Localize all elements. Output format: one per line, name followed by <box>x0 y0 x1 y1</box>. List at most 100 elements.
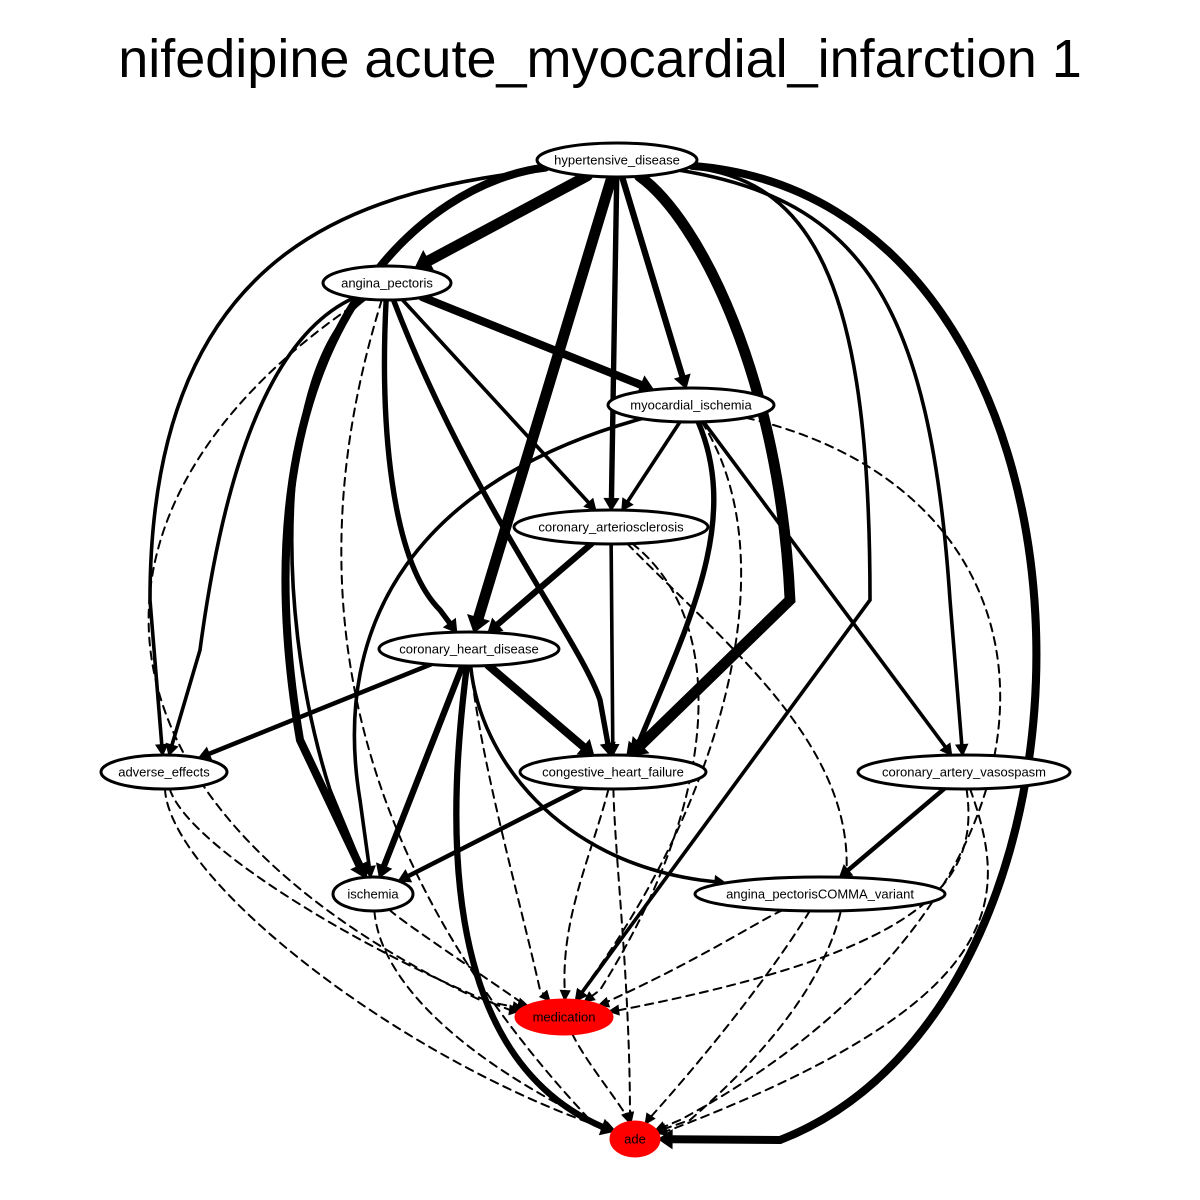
node-label: coronary_arteriosclerosis <box>538 520 684 535</box>
edge-hypertensive_disease-to-coronary_arteriosclerosis <box>608 174 620 502</box>
node-label: adverse_effects <box>118 765 210 780</box>
node-label: coronary_heart_disease <box>399 642 538 657</box>
edge-coronary_heart_disease-to-adverse_effects <box>206 662 434 757</box>
node-shape <box>331 875 415 913</box>
diagram-title: nifedipine acute_myocardial_infarction 1 <box>118 29 1082 89</box>
arrowhead-hypertensive_disease-to-myocardial_ischemia <box>673 373 691 390</box>
node-congestive-heart-failure: congestive_heart_failure <box>518 753 708 791</box>
edges-layer <box>147 161 1041 1150</box>
edge-hypertensive_disease-to-coronary_heart_disease <box>472 171 618 624</box>
edge-myocardial_ischemia-to-medication <box>579 420 743 994</box>
arrowhead-myocardial_ischemia-to-congestive_heart_failure <box>626 740 642 757</box>
arrowhead-myocardial_ischemia-to-coronary_arteriosclerosis <box>621 497 634 512</box>
arrowhead-congestive_heart_failure-to-medication <box>559 989 571 1002</box>
edge-angina_pectoris-to-adverse_effects <box>170 295 357 748</box>
node-label: ade <box>624 1132 646 1147</box>
edge-coronary_arteriosclerosis-to-ade <box>626 542 848 1130</box>
node-angina-pectorisCOMMA-variant: angina_pectorisCOMMA_variant <box>693 875 947 913</box>
arrowhead-angina_pectoris-to-coronary_heart_disease <box>442 617 458 634</box>
arrowhead-myocardial_ischemia-to-ischemia <box>362 865 376 879</box>
arrowhead-myocardial_ischemia-to-medication <box>574 989 586 1002</box>
edge-angina_pectoris-to-coronary_heart_disease <box>381 297 453 626</box>
arrowhead-congestive_heart_failure-to-ischemia <box>397 869 413 883</box>
arrowhead-myocardial_ischemia-to-coronary_artery_vasospasm <box>939 742 953 757</box>
arrowhead-angina_pectoris-to-coronary_arteriosclerosis <box>583 497 597 512</box>
edge-myocardial_ischemia-to-congestive_heart_failure <box>631 419 717 750</box>
edge-congestive_heart_failure-to-ischemia <box>405 785 584 879</box>
node-ischemia: ischemia <box>331 875 415 913</box>
edge-congestive_heart_failure-to-medication <box>563 787 610 996</box>
node-coronary-artery-vasospasm: coronary_artery_vasospasm <box>856 753 1072 791</box>
edge-coronary_artery_vasospasm-to-ade <box>665 787 989 1132</box>
arrowhead-hypertensive_disease-to-coronary_heart_disease <box>467 613 491 634</box>
edge-hypertensive_disease-to-angina_pectoris <box>422 170 593 267</box>
node-label: congestive_heart_failure <box>542 765 684 780</box>
edge-angina_pectoris-to-ade <box>340 298 607 1128</box>
arrowhead-coronary_artery_vasospasm-to-ade <box>655 1125 669 1137</box>
edge-ischemia-to-medication <box>388 908 526 1006</box>
node-shape <box>856 753 1072 791</box>
edge-hypertensive_disease-to-medication <box>580 165 872 995</box>
node-shape <box>609 1120 661 1158</box>
arrowhead-ischemia-to-ade <box>602 1122 616 1134</box>
node-hypertensive-disease: hypertensive_disease <box>535 141 699 179</box>
edge-medication-to-ade <box>571 1032 629 1119</box>
edge-myocardial_ischemia-to-coronary_arteriosclerosis <box>625 420 682 504</box>
node-label: ischemia <box>347 887 399 902</box>
node-shape <box>693 875 947 913</box>
node-myocardial-ischemia: myocardial_ischemia <box>606 386 776 424</box>
edge-myocardial_ischemia-to-coronary_artery_vasospasm <box>701 420 948 749</box>
node-angina-pectoris: angina_pectoris <box>321 264 453 302</box>
arrowhead-adverse_effects-to-medication <box>508 1004 521 1016</box>
arrowhead-angina_pectorisCOMMA_variant-to-ade <box>644 1112 656 1126</box>
arrowhead-medication-to-ade <box>621 1111 632 1125</box>
arrowhead-hypertensive_disease-to-coronary_artery_vasospasm <box>954 743 969 757</box>
edge-angina_pectorisCOMMA_variant-to-ade <box>647 909 811 1121</box>
node-medication: medication <box>514 998 614 1036</box>
edge-coronary_heart_disease-to-medication <box>469 664 545 995</box>
edge-ischemia-to-ade <box>373 909 611 1131</box>
arrowhead-angina_pectoris-to-adverse_effects <box>165 742 179 757</box>
node-shape <box>606 386 776 424</box>
node-label: coronary_artery_vasospasm <box>882 765 1046 780</box>
edge-coronary_heart_disease-to-ade <box>453 662 612 1133</box>
node-label: hypertensive_disease <box>554 153 680 168</box>
arrowhead-coronary_arteriosclerosis-to-medication <box>583 991 596 1003</box>
edge-myocardial_ischemia-to-ade <box>663 416 1002 1128</box>
node-shape <box>514 998 614 1036</box>
edge-coronary_arteriosclerosis-to-congestive_heart_failure <box>609 542 615 747</box>
edge-angina_pectoris-to-medication <box>147 297 515 1008</box>
node-adverse-effects: adverse_effects <box>99 753 229 791</box>
arrowhead-coronary_arteriosclerosis-to-congestive_heart_failure <box>605 744 620 757</box>
arrowhead-coronary_heart_disease-to-medication <box>538 989 551 1003</box>
node-coronary-arteriosclerosis: coronary_arteriosclerosis <box>512 508 710 546</box>
arrowhead-hypertensive_disease-to-adverse_effects <box>154 743 169 757</box>
edge-adverse_effects-to-medication <box>168 787 511 1011</box>
edge-coronary_artery_vasospasm-to-angina_pectorisCOMMA_variant <box>845 786 947 873</box>
nodes-layer: hypertensive_disease angina_pectorismyoca… <box>99 141 1072 1158</box>
node-label: angina_pectorisCOMMA_variant <box>726 887 914 902</box>
node-shape <box>535 141 699 179</box>
edge-angina_pectorisCOMMA_variant-to-medication <box>599 909 784 1006</box>
edge-coronary_artery_vasospasm-to-medication <box>617 787 970 1012</box>
arrowhead-coronary_heart_disease-to-ischemia <box>375 862 393 879</box>
node-label: angina_pectoris <box>341 276 433 291</box>
edge-myocardial_ischemia-to-ischemia <box>352 416 644 869</box>
edge-congestive_heart_failure-to-ade <box>612 788 631 1119</box>
edge-adverse_effects-to-ade <box>163 787 611 1131</box>
edge-angina_pectoris-to-ischemia <box>290 297 367 870</box>
edge-angina_pectoris-to-coronary_arteriosclerosis <box>400 297 591 505</box>
edge-hypertensive_disease-to-ade <box>667 161 1041 1145</box>
edge-hypertensive_disease-to-adverse_effects <box>148 166 551 747</box>
edge-hypertensive_disease-to-congestive_heart_failure <box>634 170 796 751</box>
node-shape <box>321 264 453 302</box>
node-shape <box>99 753 229 791</box>
edge-angina_pectoris-to-congestive_heart_failure <box>390 297 611 747</box>
arrowhead-hypertensive_disease-to-coronary_arteriosclerosis <box>603 497 620 512</box>
edge-hypertensive_disease-to-coronary_artery_vasospasm <box>678 168 964 747</box>
node-label: myocardial_ischemia <box>630 398 752 413</box>
edge-coronary_heart_disease-to-ischemia <box>380 662 466 870</box>
node-shape <box>518 753 708 791</box>
node-coronary-heart-disease: coronary_heart_disease <box>377 630 561 668</box>
